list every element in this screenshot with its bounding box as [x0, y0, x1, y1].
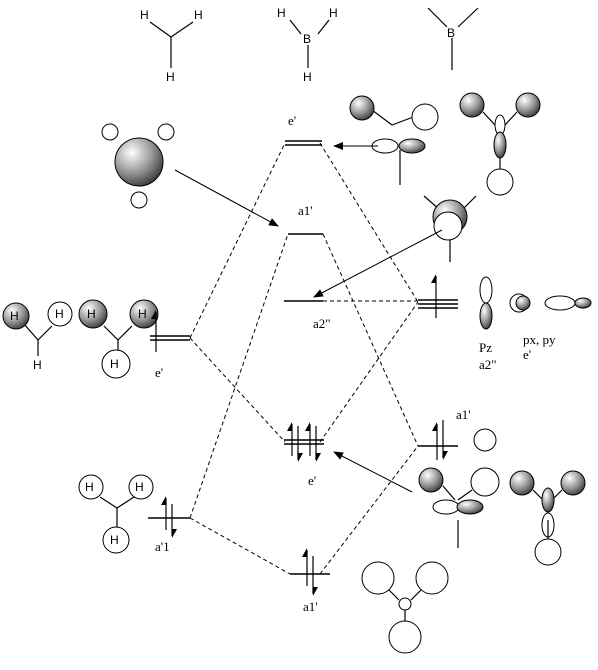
atom-h: H — [110, 533, 119, 547]
atom-h: H — [85, 480, 94, 494]
level-label-e-prime-bonding: e' — [308, 473, 316, 488]
atom-h: H — [10, 309, 19, 323]
atom-b: B — [303, 32, 311, 46]
atom-b: B — [447, 26, 455, 40]
level-label-a1-prime-right: a1' — [456, 407, 471, 422]
level-label-a1-prime-bottom: a1' — [303, 599, 318, 614]
h3-a1-orbitals: H H H — [78, 474, 154, 554]
a1-orbitals-bottom — [361, 561, 449, 654]
electron-arrows — [151, 274, 448, 596]
e-prime-orbitals-lower — [418, 467, 586, 566]
level-label-a1-prime: a1' — [298, 203, 313, 218]
pxpy-label: px, py — [523, 332, 556, 347]
arrow — [174, 169, 279, 227]
pz-overlap-orbital — [423, 195, 477, 262]
correlation-lines — [189, 142, 419, 575]
boron-s-orbital-group — [101, 123, 175, 209]
h3-e-prime-orbitals: H H H H H H — [2, 299, 159, 379]
atom-h: H — [110, 357, 119, 371]
arrow — [313, 229, 443, 298]
atom-h: H — [194, 8, 203, 22]
atom-h: H — [55, 307, 64, 321]
atom-h: H — [277, 6, 286, 20]
atom-h: H — [33, 358, 42, 372]
atom-h: H — [166, 70, 175, 84]
bh3-structure: H H B H — [277, 6, 338, 84]
a1-s-orbital — [473, 428, 497, 452]
pz-label: Pz — [479, 340, 492, 355]
e-prime-orbitals-upper — [333, 92, 541, 196]
level-label-e-prime-top: e' — [288, 113, 296, 128]
atom-h: H — [87, 307, 96, 321]
pz-symmetry-label: a2" — [479, 357, 497, 372]
atom-h: H — [135, 480, 144, 494]
arrow — [333, 451, 413, 493]
ch3-structure: H H H — [140, 8, 203, 84]
level-label-h3-e-prime: e' — [155, 365, 163, 380]
energy-levels — [148, 140, 458, 575]
atom-h: H — [140, 8, 149, 22]
b-trigonal-structure: B — [427, 7, 479, 70]
level-label-h3-a1: a'1 — [155, 539, 170, 554]
atom-h: H — [303, 70, 312, 84]
level-label-a2: a2" — [313, 316, 331, 331]
atom-h: H — [138, 307, 147, 321]
atom-h: H — [329, 6, 338, 20]
pxpy-symmetry-label: e' — [523, 347, 531, 362]
p-orbitals — [479, 276, 592, 330]
